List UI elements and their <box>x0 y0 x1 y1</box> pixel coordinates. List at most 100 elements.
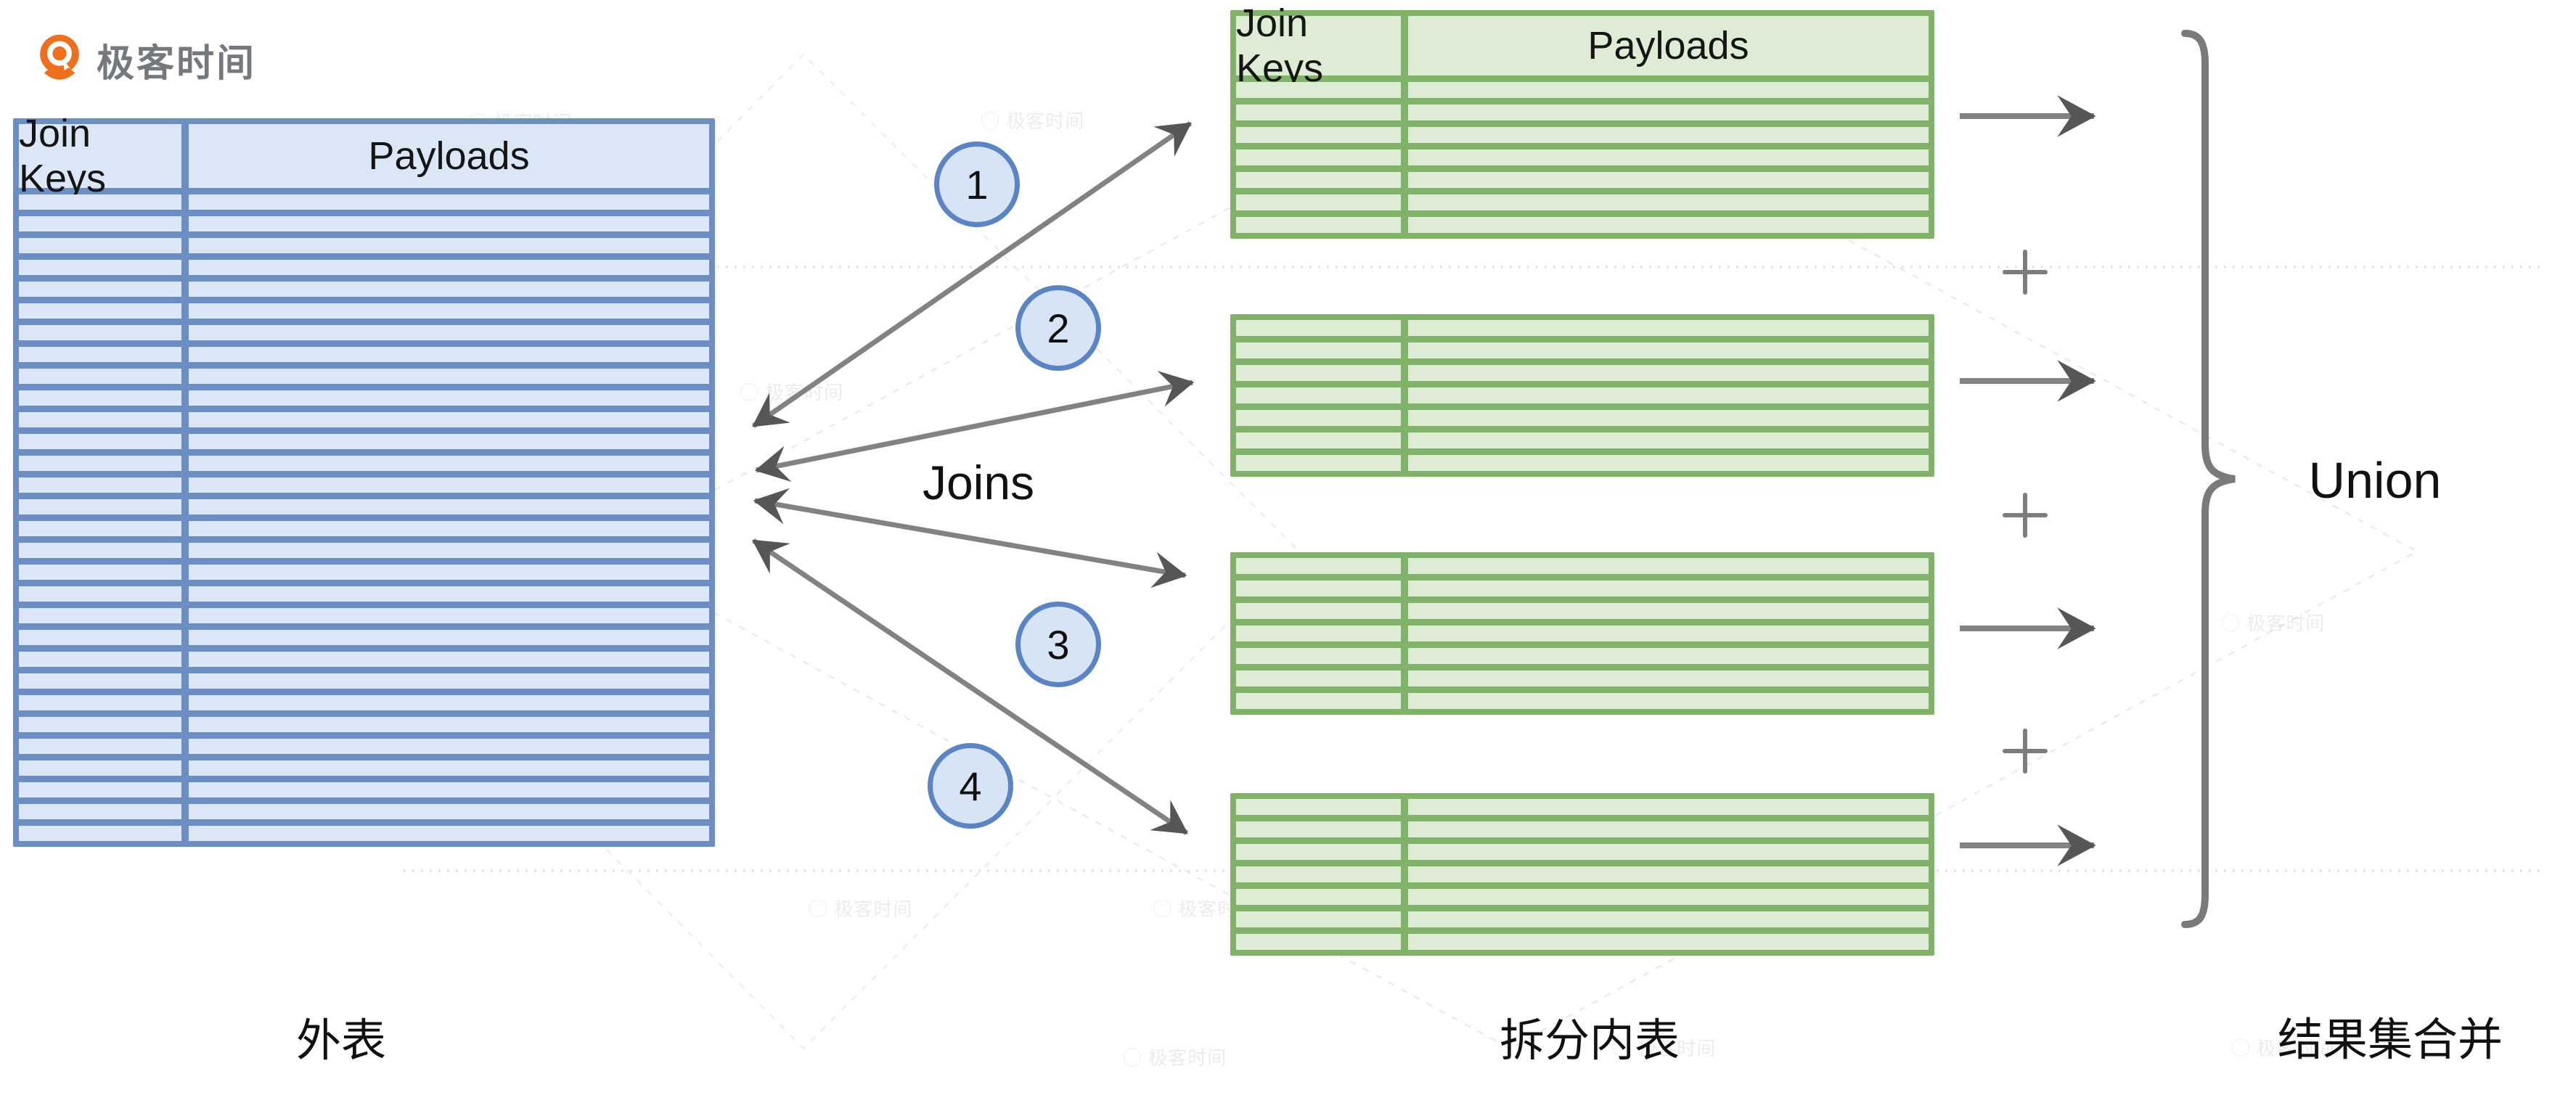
table-row <box>19 282 709 297</box>
key-cell <box>19 412 181 427</box>
key-cell <box>19 521 181 536</box>
key-cell <box>1236 194 1401 210</box>
key-cell <box>19 303 181 319</box>
key-cell <box>1236 82 1401 98</box>
key-cell <box>19 238 181 253</box>
table-row <box>1236 343 1929 358</box>
table-row <box>19 826 709 841</box>
key-cell <box>1236 455 1401 471</box>
key-cell <box>19 325 181 340</box>
key-cell <box>19 804 181 819</box>
payload-cell <box>1408 387 1929 403</box>
key-cell <box>19 499 181 514</box>
payload-cell <box>1408 844 1929 860</box>
brand-watermark: ◯ 极客时间 <box>2221 612 2326 634</box>
key-cell <box>1236 558 1401 574</box>
payload-cell <box>189 390 709 406</box>
payload-cell <box>189 194 709 210</box>
key-cell <box>1236 217 1401 233</box>
table-row <box>19 565 709 580</box>
key-cell <box>19 260 181 275</box>
payload-cell <box>189 325 709 340</box>
outer-table-header-join-keys: Join Keys <box>19 112 181 200</box>
join-arrow-2 <box>754 371 1195 482</box>
payload-cell <box>189 586 709 602</box>
caption-outer-table: 外表 <box>295 1016 387 1066</box>
table-row <box>1236 844 1929 860</box>
payload-cell <box>1408 455 1929 471</box>
table-row <box>1236 866 1929 882</box>
payload-cell <box>189 630 709 645</box>
payload-cell <box>1408 410 1929 426</box>
table-row <box>1236 889 1929 905</box>
key-cell <box>1236 320 1401 336</box>
payload-cell <box>189 782 709 797</box>
table-row <box>19 521 709 536</box>
payload-cell <box>189 499 709 514</box>
table-row <box>19 434 709 449</box>
brand-watermark: ◯ 极客时间 <box>740 382 844 403</box>
payload-cell <box>1408 821 1929 837</box>
payload-cell <box>189 804 709 819</box>
payload-cell <box>1408 603 1929 619</box>
key-cell <box>19 434 181 449</box>
table-row <box>1236 172 1929 188</box>
brand-text: 极客时间 <box>97 42 257 85</box>
brand-watermark: ◯ 极客时间 <box>1123 1047 1227 1069</box>
table-row <box>19 804 709 819</box>
table-row <box>1236 558 1929 574</box>
key-cell <box>1236 603 1401 619</box>
step-badge-2: 2 <box>1015 285 1101 371</box>
key-cell <box>1236 104 1401 120</box>
payload-cell <box>1408 82 1929 98</box>
payload-cell <box>189 434 709 449</box>
payload-cell <box>1408 194 1929 210</box>
table-row <box>19 369 709 384</box>
table-row <box>1236 693 1929 709</box>
key-cell <box>1236 670 1401 686</box>
payload-cell <box>189 565 709 580</box>
key-cell <box>19 673 181 689</box>
inner-table-header-payloads: Payloads <box>1408 16 1929 75</box>
key-cell <box>1236 799 1401 815</box>
inner-table-2 <box>1230 314 1934 477</box>
key-cell <box>1236 844 1401 860</box>
key-cell <box>19 782 181 797</box>
payload-cell <box>1408 217 1929 233</box>
table-row <box>1236 603 1929 619</box>
table-row <box>1236 670 1929 686</box>
payload-cell <box>1408 889 1929 905</box>
table-row <box>19 390 709 406</box>
union-brace <box>2181 30 2236 928</box>
inner-table-3 <box>1230 552 1934 715</box>
table-row <box>19 608 709 623</box>
key-cell <box>1236 172 1401 188</box>
payload-cell <box>1408 320 1929 336</box>
key-cell <box>19 630 181 645</box>
table-row <box>19 760 709 776</box>
table-row <box>19 477 709 493</box>
payload-cell <box>1408 343 1929 358</box>
table-row <box>1236 911 1929 927</box>
table-row <box>19 695 709 710</box>
inner-table-header-row: Join Keys Payloads <box>1236 1 1929 90</box>
key-cell <box>1236 821 1401 837</box>
table-row <box>19 238 709 253</box>
brand-watermark: ◯ 极客时间 <box>809 898 913 920</box>
payload-cell <box>189 826 709 841</box>
key-cell <box>19 390 181 406</box>
payload-cell <box>1408 670 1929 686</box>
table-row <box>19 260 709 275</box>
key-cell <box>1236 343 1401 358</box>
payload-cell <box>1408 558 1929 574</box>
key-cell <box>19 739 181 754</box>
payload-cell <box>189 303 709 319</box>
table-row <box>1236 410 1929 426</box>
union-label: Union <box>2308 452 2442 509</box>
key-cell <box>19 652 181 667</box>
table-row <box>1236 799 1929 815</box>
table-row <box>19 216 709 231</box>
payload-cell <box>189 369 709 384</box>
payload-cell <box>189 760 709 776</box>
step-badge-3: 3 <box>1015 602 1101 687</box>
